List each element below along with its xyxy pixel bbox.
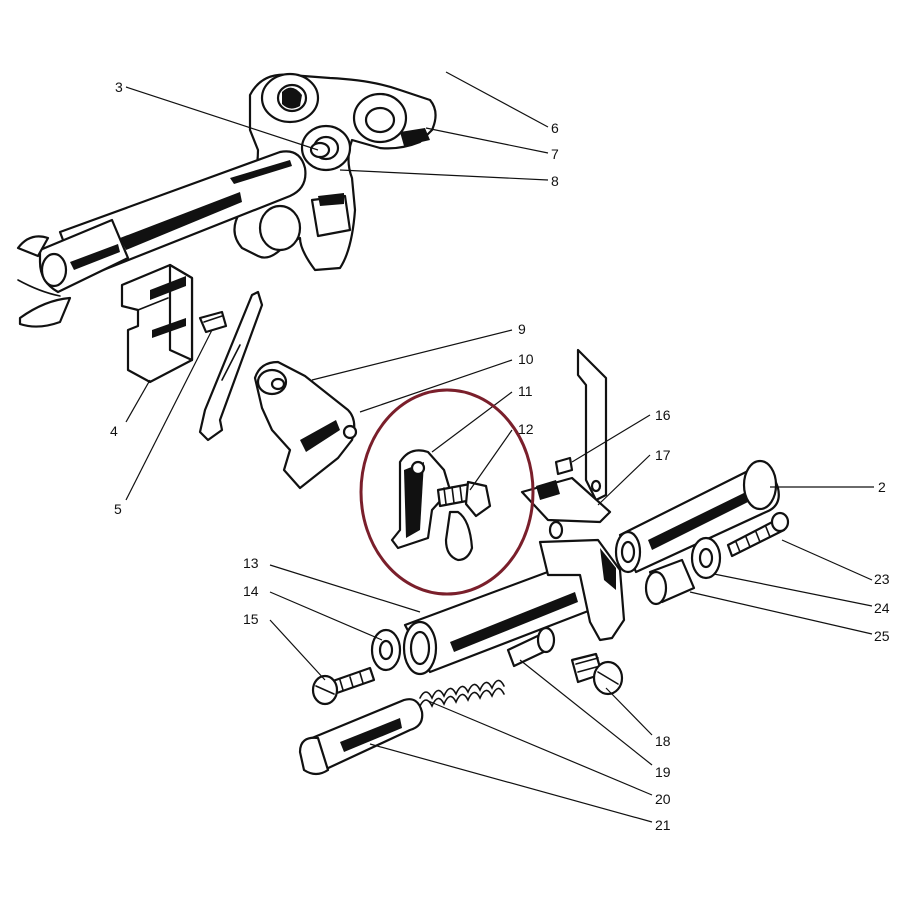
callout-16: 16 [655, 407, 671, 423]
callout-6: 6 [551, 120, 559, 136]
callout-25: 25 [874, 628, 890, 644]
callout-18: 18 [655, 733, 671, 749]
callout-20: 20 [655, 791, 671, 807]
callout-4: 4 [110, 423, 118, 439]
part-20-spring [419, 679, 505, 708]
part-25-bush [644, 558, 696, 606]
part-12-bolt [436, 480, 492, 562]
leader-lines [125, 71, 874, 823]
callout-19: 19 [655, 764, 671, 780]
part-19-pin [506, 626, 556, 668]
callout-8: 8 [551, 173, 559, 189]
part-14-washer [370, 628, 402, 672]
callout-11: 11 [518, 383, 533, 399]
part-23-bolt [726, 511, 790, 558]
callout-12: 12 [518, 421, 534, 437]
upper-bracket-assembly [233, 72, 437, 272]
part-21-plunger [298, 698, 424, 776]
part-22-sleeve [614, 459, 780, 574]
callout-3: 3 [115, 79, 123, 95]
callout-9: 9 [518, 321, 526, 337]
callout-15: 15 [243, 611, 259, 627]
callout-14: 14 [243, 583, 259, 599]
part-18-screw [570, 652, 624, 696]
part-11-bracket [390, 449, 452, 550]
callout-13: 13 [243, 555, 259, 571]
highlight-circle [359, 388, 535, 596]
callout-22: 2 [878, 479, 886, 495]
callout-5: 5 [114, 501, 122, 517]
callout-10: 10 [518, 351, 534, 367]
callout-7: 7 [551, 146, 559, 162]
part-13-tube [402, 520, 626, 676]
upper-shaft [16, 141, 331, 328]
callout-21: 21 [655, 817, 671, 833]
callout-17: 17 [655, 447, 671, 463]
part-9-fork [253, 360, 358, 490]
part-24-washer [690, 536, 722, 580]
part-15-screw [311, 666, 376, 706]
part-5-screw-bracket [198, 290, 264, 442]
callout-23: 23 [874, 571, 890, 587]
callout-labels: 3 4 5 6 7 8 9 10 11 12 13 14 15 16 17 18… [110, 79, 890, 833]
callout-24: 24 [874, 600, 890, 616]
part-16-17-plate [520, 348, 612, 524]
part-4-block [120, 263, 194, 384]
